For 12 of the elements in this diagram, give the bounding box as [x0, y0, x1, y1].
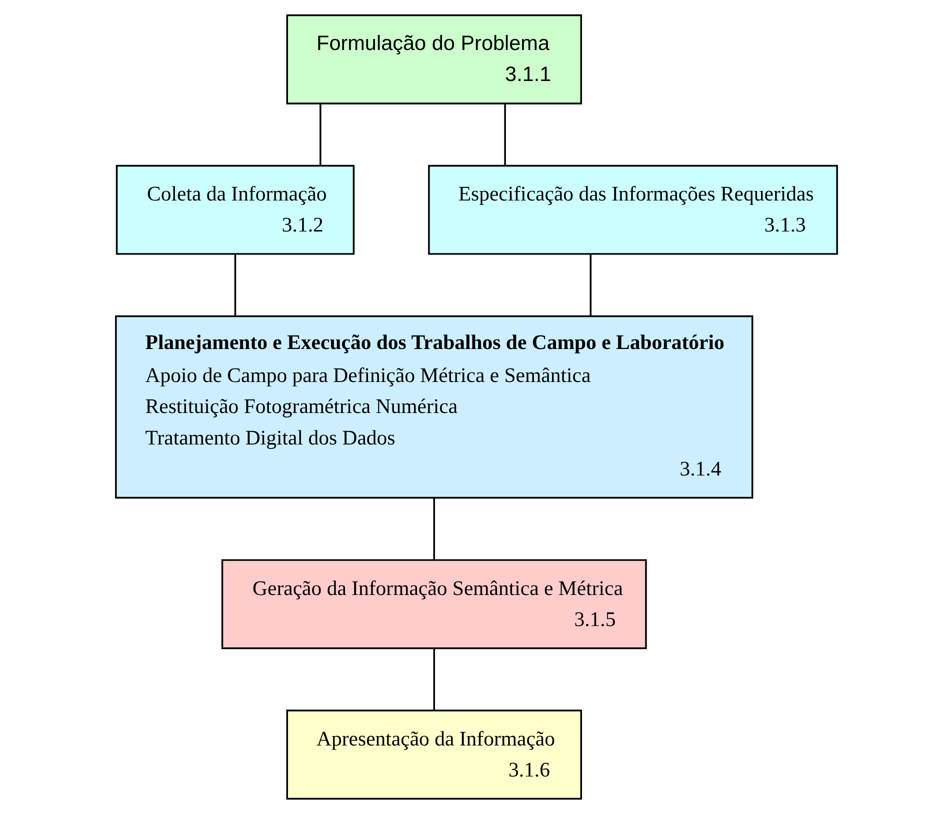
connector: [589, 254, 591, 316]
node-box: Especificação das Informações Requeridas 3.1.3: [428, 164, 838, 255]
connector: [504, 104, 506, 166]
connector: [432, 648, 434, 710]
node-box: Geração da Informação Semântica e Métrica 3.1.5: [220, 559, 646, 650]
node-box: Coleta da Informação 3.1.2: [115, 164, 354, 255]
node-box: Formulação do Problema 3.1.1: [286, 14, 582, 104]
node-box: Apresentação da Informação 3.1.6: [286, 710, 582, 800]
connector: [319, 104, 321, 166]
connector: [234, 254, 236, 316]
node-box: Planejamento e Execução dos Trabalhos de Campo e Laboratório Apoio de Campo para Definição Métrica e Semântica Restituição Fotogramétrica Numérica Tratamento Digital dos Dados 3.1.4: [114, 315, 753, 499]
connector: [432, 498, 434, 560]
